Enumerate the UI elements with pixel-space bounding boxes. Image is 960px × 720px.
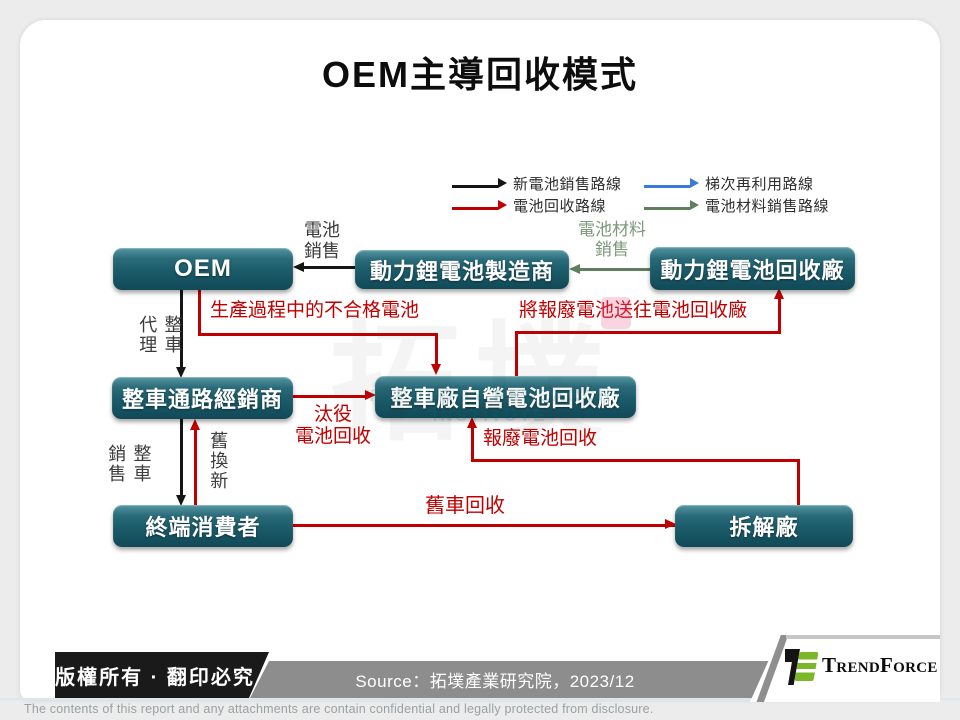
legend-item-material-sale: 電池材料銷售路線 [644, 195, 829, 216]
footer-source-bar: Source：拓墣產業研究院，2023/12 [250, 661, 795, 698]
edge-send-scrap-label: 將報廢電池送往電池回收廠 [519, 300, 748, 321]
node-battery-manufacturer: 動力鋰電池製造商 [355, 250, 569, 289]
edge-scrap-recycle-line [471, 459, 800, 462]
edge-vehicle-sale-label-col1: 銷售 [106, 444, 127, 484]
node-consumer: 終端消費者 [113, 505, 293, 547]
source-text: Source：拓墣產業研究院，2023/12 [355, 672, 635, 691]
footer-divider [0, 698, 960, 700]
edge-scrap-recycle-line [797, 459, 800, 505]
trendforce-wordmark: TrendForce [822, 653, 938, 677]
edge-send-scrap-line [778, 297, 781, 333]
legend-label: 電池材料銷售路線 [705, 198, 830, 215]
edge-scrap-recycle-line [471, 426, 474, 461]
edge-defective-line [198, 290, 201, 335]
emblem-green-shape [794, 652, 819, 681]
edge-old-car-label: 舊車回收 [425, 495, 505, 517]
edge-old-car-line [293, 524, 675, 527]
edge-send-scrap-line [515, 331, 518, 376]
disclaimer-text: The contents of this report and any atta… [24, 702, 654, 716]
edge-trade-in-line [194, 428, 197, 505]
legend-item-new-battery: 新電池銷售路線 [452, 173, 622, 194]
legend-item-cascade-reuse: 梯次再利用路線 [644, 173, 814, 194]
edge-trade-in-label: 舊換新 [208, 431, 229, 491]
edge-scrap-recycle-label: 報廢電池回收 [483, 428, 598, 449]
legend-arrow-material-sale [644, 197, 705, 215]
node-dismantler: 拆解廠 [675, 505, 853, 547]
arrowhead-right-icon [665, 519, 676, 529]
arrowhead-left-icon [569, 264, 580, 274]
arrowhead-down-icon [176, 367, 186, 378]
edge-defective-line [435, 333, 438, 366]
arrowhead-up-icon [774, 288, 784, 299]
edge-material-sale-line [579, 268, 650, 271]
trendforce-emblem-icon [785, 649, 819, 687]
slide-card [20, 20, 940, 700]
arrowhead-up-icon [190, 419, 200, 430]
node-battery-recycler: 動力鋰電池回收廠 [650, 247, 855, 290]
edge-battery-sale-label: 電池 銷售 [304, 220, 340, 262]
node-dealer: 整車通路經銷商 [112, 377, 293, 419]
footer-copyright-banner: 版權所有 · 翻印必究 [55, 652, 269, 698]
trendforce-logo-panel: TrendForce [750, 635, 940, 702]
legend-label: 梯次再利用路線 [705, 176, 814, 193]
edge-vehicle-sale-label-col2: 整車 [131, 444, 152, 484]
edge-send-scrap-line [515, 331, 781, 334]
legend-arrow-new-battery [452, 175, 513, 193]
edge-battery-sale-line [303, 266, 355, 269]
legend-label: 電池回收路線 [513, 198, 607, 215]
copyright-text: 版權所有 · 翻印必究 [55, 666, 255, 689]
legend-label: 新電池銷售路線 [513, 176, 622, 193]
legend-arrow-battery-recycle [452, 197, 513, 215]
edge-retired-recycle-label: 汰役 電池回收 [294, 404, 371, 448]
legend-arrow-cascade-reuse [644, 175, 705, 193]
edge-agency-label-col2: 整車 [162, 315, 183, 355]
arrowhead-down-icon [176, 495, 186, 506]
arrowhead-right-icon [365, 390, 376, 400]
edge-agency-label-col1: 代理 [137, 315, 158, 355]
edge-agency-line [180, 290, 183, 369]
legend-item-battery-recycle: 電池回收路線 [452, 195, 606, 216]
arrowhead-left-icon [293, 262, 304, 272]
edge-defective-line [198, 333, 438, 336]
edge-vehicle-sale-label: 銷售 整車 [105, 444, 151, 484]
edge-defective-label: 生產過程中的不合格電池 [210, 300, 420, 321]
node-oem-recycling-plant: 整車廠自營電池回收廠 [375, 376, 636, 418]
node-oem: OEM [113, 248, 293, 290]
edge-material-sale-label: 電池材料 銷售 [578, 220, 646, 260]
logo-top-band [786, 635, 940, 639]
edge-vehicle-sale-line [180, 419, 183, 497]
edge-agency-label: 代理 整車 [136, 315, 182, 355]
arrowhead-up-icon [467, 417, 477, 428]
page-title: OEM主導回收模式 [321, 54, 638, 95]
arrowhead-down-icon [431, 364, 441, 375]
edge-retired-recycle-line [292, 395, 368, 398]
